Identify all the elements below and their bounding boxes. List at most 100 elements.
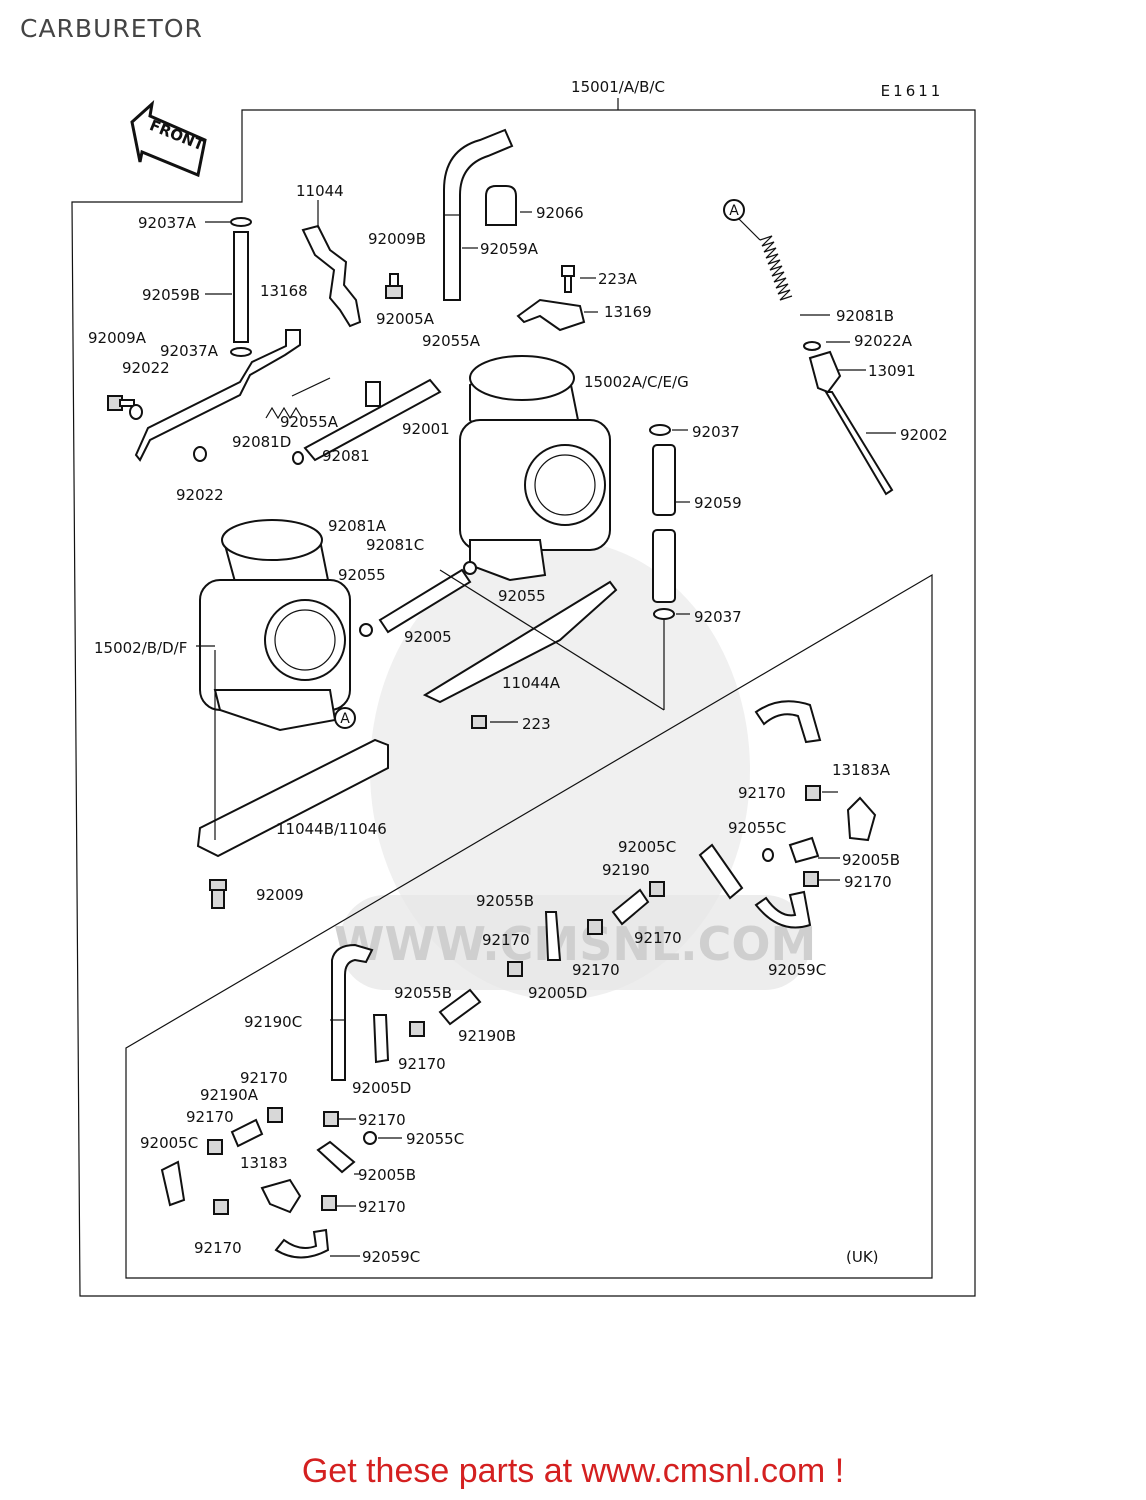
pipe-92005a [303, 378, 442, 462]
label-92005a: 92005A [376, 310, 435, 328]
label-92055b-1: 92055B [476, 892, 534, 910]
label-11044b: 11044B/11046 [276, 820, 387, 838]
label-92055-2: 92055 [498, 587, 546, 605]
bracket-13183 [260, 1178, 302, 1214]
oring-92055-1 [359, 623, 373, 637]
clamp-92170-8 [267, 1107, 283, 1123]
pipe-tee [365, 381, 381, 407]
label-92170-3: 92170 [634, 929, 682, 947]
label-92022-2: 92022 [176, 486, 224, 504]
label-92170-7: 92170 [240, 1069, 288, 1087]
label-92059a: 92059A [480, 240, 539, 258]
fitting-92005d-1 [544, 911, 562, 961]
hose-92059c-2 [274, 1228, 330, 1259]
label-11044a: 11044A [502, 674, 561, 692]
clamp-92170-4 [587, 919, 603, 935]
label-92055b-2: 92055B [394, 984, 452, 1002]
hose-92190b [438, 988, 482, 1026]
label-92170-9: 92170 [358, 1111, 406, 1129]
label-92170-11: 92170 [194, 1239, 242, 1257]
ref-a-circle-1 [723, 199, 745, 221]
label-92170-6: 92170 [398, 1055, 446, 1073]
label-92190-1: 92190 [602, 861, 650, 879]
label-92081c: 92081C [366, 536, 424, 554]
hose-92190a [230, 1118, 264, 1148]
label-92055a-2: 92055A [280, 413, 339, 431]
clamp-92170-7 [323, 1111, 339, 1127]
carburetor-15002a [459, 355, 611, 582]
clamp-92170-11 [213, 1199, 229, 1215]
pipe-92005 [378, 568, 472, 634]
washer-92022-2 [193, 446, 207, 462]
label-92005d-2: 92005D [352, 1079, 411, 1097]
label-assembly: 15001/A/B/C [571, 78, 665, 96]
label-92170-1: 92170 [738, 784, 786, 802]
label-11044: 11044 [296, 182, 344, 200]
screw-223a [561, 265, 575, 293]
label-92190a: 92190A [200, 1086, 259, 1104]
label-15002acegg: 15002A/C/E/G [584, 373, 689, 391]
uk-label: (UK) [846, 1248, 879, 1266]
oring-92055a [292, 451, 304, 465]
tee-92005c [698, 843, 744, 900]
label-92081a: 92081A [328, 517, 387, 535]
diagram-code: E1611 [881, 82, 944, 100]
tube-92059b [233, 231, 249, 343]
screw-92009a [107, 395, 135, 411]
label-92037-1: 92037 [692, 423, 740, 441]
clip-92037a-2 [230, 347, 252, 357]
front-arrow-icon: FRONT [130, 100, 208, 178]
tee-92005c-2 [160, 1160, 186, 1207]
clamp-92170-3 [649, 881, 665, 897]
label-92037-2: 92037 [694, 608, 742, 626]
label-13168: 13168 [260, 282, 308, 300]
ref-a-label-2: A [340, 711, 350, 727]
bracket-13183a [846, 796, 877, 842]
rod-92002 [824, 391, 894, 496]
label-92009a: 92009A [88, 329, 147, 347]
label-92190b: 92190B [458, 1027, 516, 1045]
label-92190c: 92190C [244, 1013, 302, 1031]
screw-223 [471, 715, 487, 729]
tube-92059 [652, 444, 676, 516]
label-92055c-2: 92055C [406, 1130, 464, 1148]
label-223a: 223A [598, 270, 638, 288]
label-92022-1: 92022 [122, 359, 170, 377]
leader-lines [196, 211, 896, 1257]
label-92081b: 92081B [836, 307, 894, 325]
label-13169: 13169 [604, 303, 652, 321]
label-92022a: 92022A [854, 332, 913, 350]
holder-13091 [808, 350, 842, 394]
bracket-13168 [134, 329, 301, 462]
label-92005d-1: 92005D [528, 984, 587, 1002]
label-92170-2: 92170 [844, 873, 892, 891]
footer-link-text[interactable]: Get these parts at www.cmsnl.com ! [301, 1452, 845, 1490]
clamp-92170-5 [507, 961, 523, 977]
parts-diagram: WWW.CMSNL.COM FRONT 15001/A/B/C E1611 [71, 78, 976, 1297]
label-92002: 92002 [900, 426, 948, 444]
uk-frame [125, 573, 933, 1279]
label-92059: 92059 [694, 494, 742, 512]
fitting-92005b-2 [316, 1140, 356, 1174]
outer-frame [71, 109, 976, 1297]
hose-92190 [611, 888, 650, 926]
hose-92059c-1 [754, 890, 812, 929]
carburetor-15002b [199, 519, 351, 732]
clamp-92170-2 [803, 871, 819, 887]
washer-92022a [803, 341, 821, 351]
label-92005b-1: 92005B [842, 851, 900, 869]
label-92005b-2: 92005B [358, 1166, 416, 1184]
label-92055-1: 92055 [338, 566, 386, 584]
cap-92066 [485, 185, 517, 226]
label-92170-4: 92170 [482, 931, 530, 949]
fitting-92005d-2 [372, 1014, 390, 1064]
ref-a-label-1: A [729, 203, 739, 219]
plate-11044a [422, 580, 618, 704]
oring-92055-2 [463, 561, 477, 575]
label-92081: 92081 [322, 447, 370, 465]
label-92009b: 92009B [368, 230, 426, 248]
screw-92009 [209, 879, 227, 909]
label-92170-10: 92170 [358, 1198, 406, 1216]
clamp-92170-6 [409, 1021, 425, 1037]
hose-92059a [443, 128, 514, 301]
